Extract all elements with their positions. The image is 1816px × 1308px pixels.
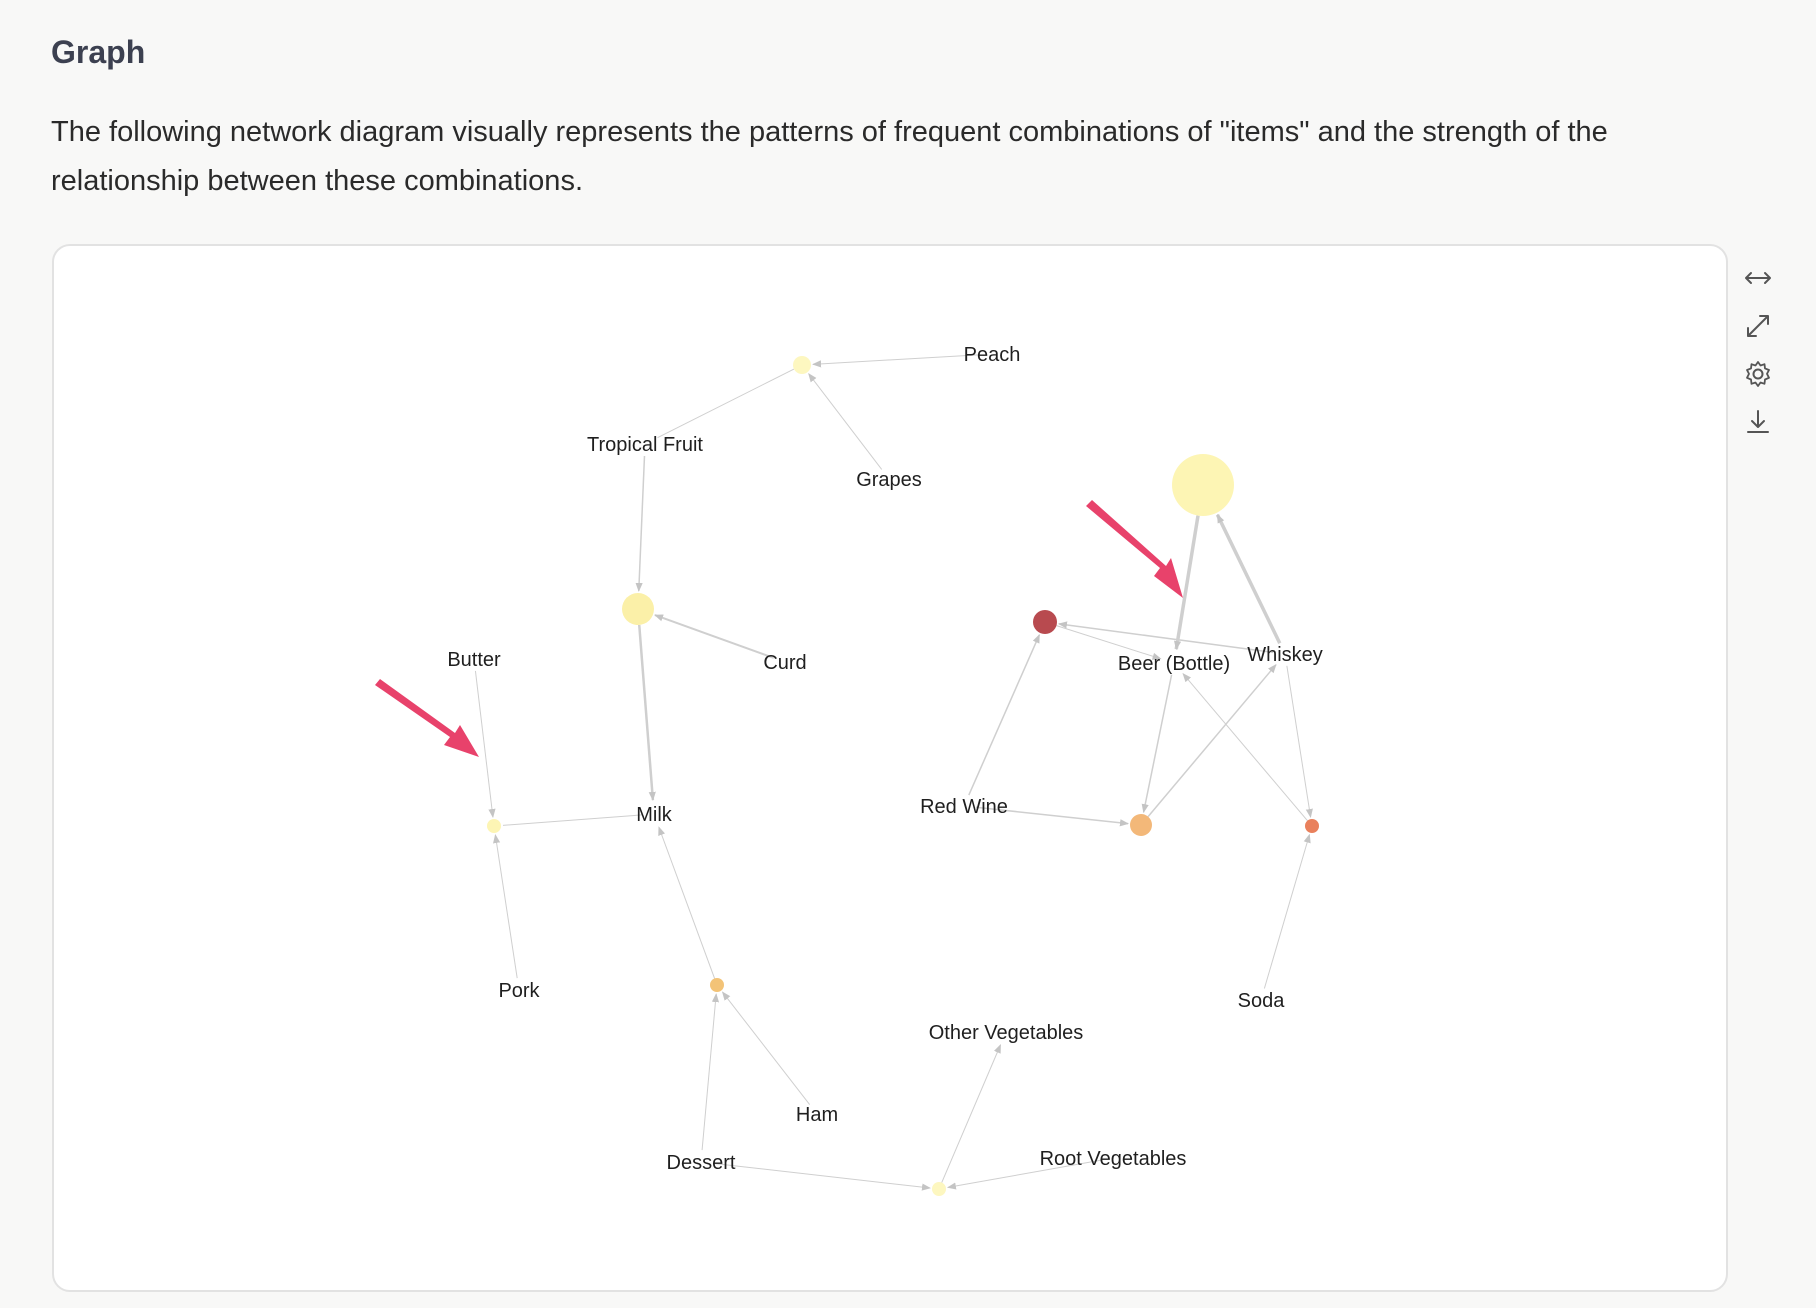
item-label-beer-bottle[interactable]: Beer (Bottle) — [1118, 653, 1230, 675]
graph-edge — [975, 806, 1129, 827]
graph-edge — [1174, 515, 1200, 651]
graph-edge — [637, 624, 656, 801]
section-description: The following network diagram visually r… — [51, 116, 1608, 197]
fit-width-button[interactable] — [1736, 256, 1780, 300]
rule-node[interactable] — [793, 356, 811, 374]
graph-edge — [658, 826, 716, 979]
download-icon — [1747, 410, 1769, 433]
item-label-soda[interactable]: Soda — [1238, 990, 1286, 1012]
graph-edge — [941, 1044, 1001, 1183]
graph-edge — [701, 993, 720, 1151]
graph-edge — [1141, 674, 1173, 814]
graph-edge — [474, 670, 496, 818]
item-label-ham[interactable]: Ham — [796, 1104, 838, 1126]
graph-edge — [721, 991, 811, 1105]
graph-toolbar — [1736, 256, 1780, 448]
item-label-peach[interactable]: Peach — [964, 344, 1021, 366]
graph-edge — [812, 354, 981, 368]
item-label-other-vegetables[interactable]: Other Vegetables — [929, 1022, 1084, 1044]
rule-node[interactable] — [487, 819, 501, 833]
horizontal-arrows-icon — [1745, 272, 1771, 284]
graph-edge — [654, 614, 775, 659]
expand-icon — [1747, 315, 1769, 337]
section-title: Graph — [51, 34, 146, 70]
item-label-milk[interactable]: Milk — [636, 804, 673, 826]
item-label-grapes[interactable]: Grapes — [856, 469, 922, 491]
download-button[interactable] — [1736, 400, 1780, 444]
item-label-curd[interactable]: Curd — [763, 652, 806, 674]
graph-edge — [946, 1159, 1102, 1190]
item-label-tropical-fruit[interactable]: Tropical Fruit — [587, 434, 703, 456]
rule-node[interactable] — [1172, 454, 1234, 516]
annotation-arrow-whiskey — [1086, 500, 1183, 598]
graph-edge — [712, 1162, 931, 1191]
settings-button[interactable] — [1736, 352, 1780, 396]
rule-node[interactable] — [1305, 819, 1319, 833]
gear-icon — [1746, 361, 1770, 387]
graph-edge — [493, 834, 518, 979]
graph-edge — [635, 455, 646, 592]
item-label-butter[interactable]: Butter — [447, 649, 501, 671]
item-label-dessert[interactable]: Dessert — [667, 1152, 736, 1174]
graph-edge — [808, 373, 883, 470]
fullscreen-button[interactable] — [1736, 304, 1780, 348]
graph-edge — [1182, 672, 1308, 821]
item-label-whiskey[interactable]: Whiskey — [1247, 644, 1323, 666]
graph-edge — [502, 814, 643, 826]
graph-edge — [657, 368, 795, 439]
annotation-arrow-butter — [375, 679, 479, 757]
graph-edge — [1147, 664, 1277, 818]
rule-node[interactable] — [1033, 610, 1057, 634]
rule-node[interactable] — [710, 978, 724, 992]
item-label-red-wine[interactable]: Red Wine — [920, 796, 1008, 818]
graph-edge — [1263, 833, 1311, 989]
graph-edge — [1286, 665, 1313, 818]
item-label-pork[interactable]: Pork — [498, 980, 540, 1002]
rule-node[interactable] — [932, 1182, 946, 1196]
graph-edge — [1215, 513, 1282, 644]
rule-node[interactable] — [1130, 814, 1152, 836]
rule-node[interactable] — [622, 593, 654, 625]
graph-edge — [1057, 621, 1274, 654]
item-label-root-vegetables[interactable]: Root Vegetables — [1040, 1148, 1187, 1170]
graph-edge — [968, 633, 1041, 796]
graph-edge — [1056, 625, 1162, 660]
